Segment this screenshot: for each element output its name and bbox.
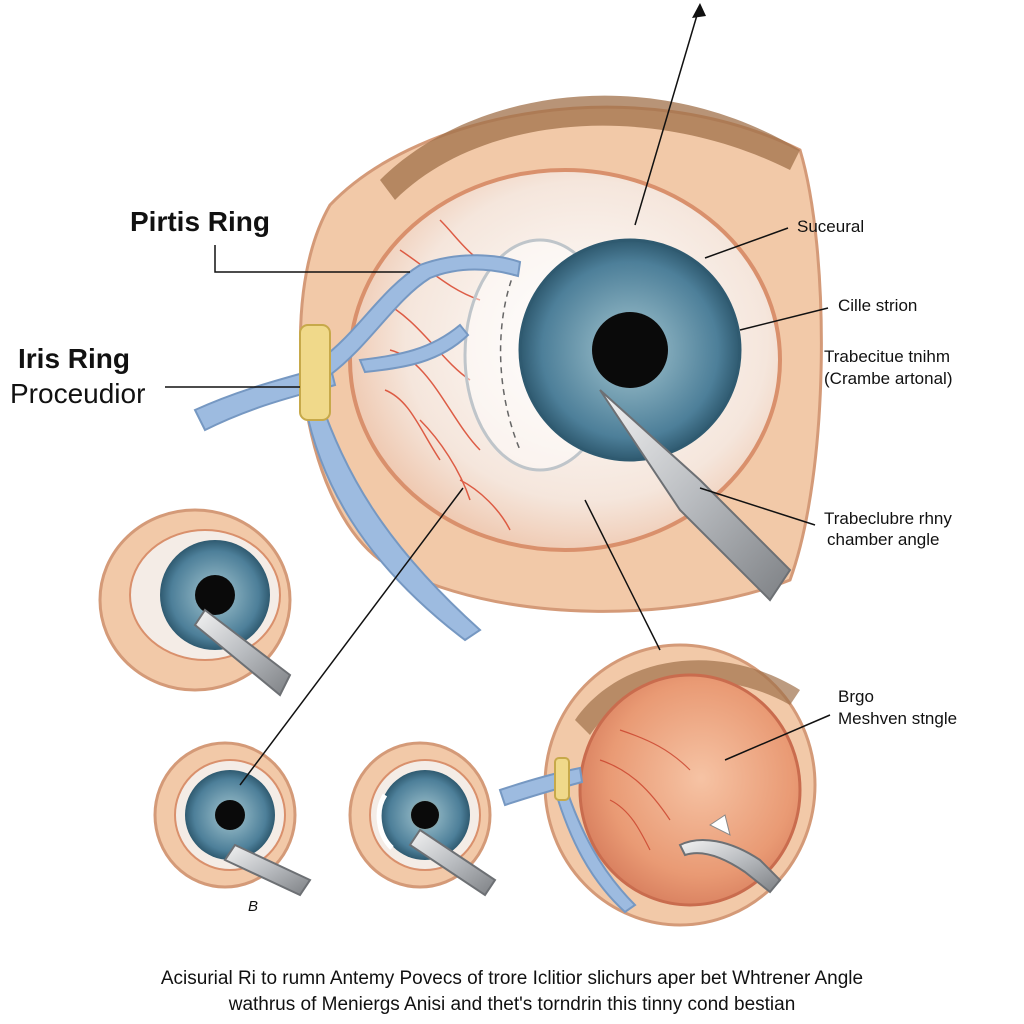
label-trabeclubre-line2: chamber angle	[827, 530, 940, 549]
main-eye-brow	[380, 95, 800, 200]
label-cille-strion: Cille strion	[838, 296, 918, 315]
label-brgo-line1: Brgo	[838, 687, 874, 706]
label-iris-ring-line1: Iris Ring	[18, 343, 131, 374]
small-eye-b	[153, 741, 312, 897]
label-iris-ring-line2: Proceudior	[10, 378, 146, 409]
label-trabeclubre-line1: Trabeclubre rhny	[824, 509, 952, 528]
main-eye	[193, 95, 823, 642]
label-trabecitue-line1: Trabecitue tnihm	[824, 347, 950, 366]
small-eye-c	[348, 741, 497, 897]
main-pupil	[592, 312, 668, 388]
arrow-head	[692, 3, 706, 18]
main-instrument	[599, 389, 792, 602]
small-eye-a	[98, 508, 292, 697]
label-panel-b: B	[248, 898, 259, 915]
cannula-tube-icon	[193, 254, 522, 642]
caption-line2: wathrus of Meniergs Anisi and thet's tor…	[228, 994, 796, 1015]
label-trabecitue-line2: (Crambe artonal)	[824, 369, 953, 388]
leader-lines	[165, 4, 831, 786]
label-pirtis-ring: Pirtis Ring	[130, 206, 271, 237]
fundus-eye	[498, 643, 817, 927]
label-sucleural: Suceural	[797, 217, 865, 236]
caption-line1: Acisurial Ri to rumn Antemy Povecs of tr…	[160, 968, 864, 989]
label-brgo-line2: Meshven stngle	[838, 709, 958, 728]
ring-band	[299, 324, 331, 421]
